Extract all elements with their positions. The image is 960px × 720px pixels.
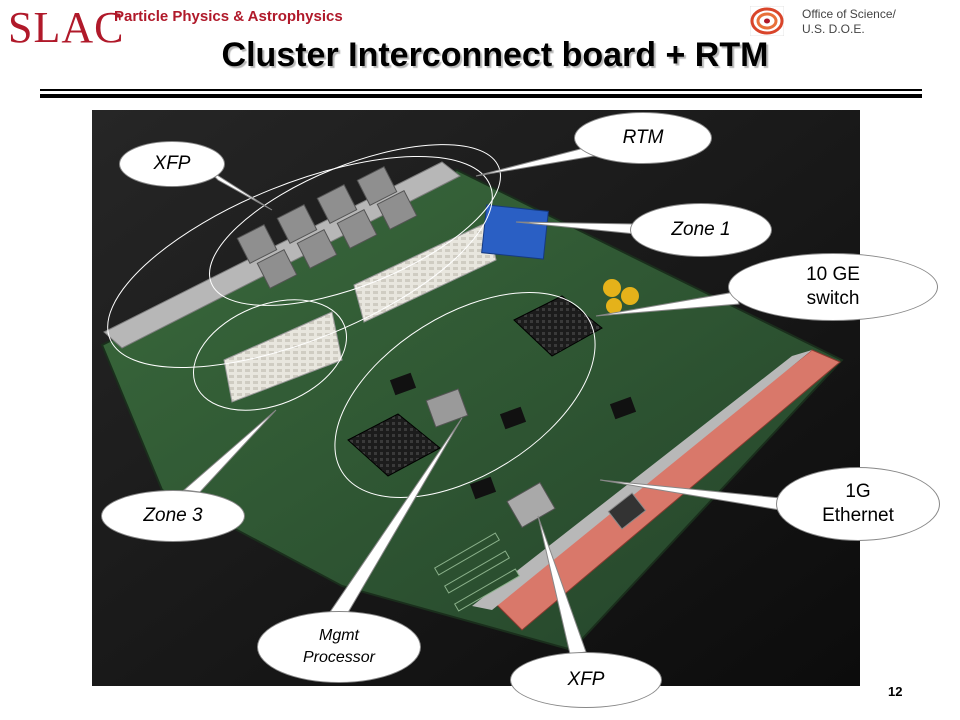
callout-xfp-bottom: XFP [510, 652, 662, 708]
callout-mgmt-text: Mgmt Processor [302, 627, 376, 666]
slide-title: Cluster Interconnect board + RTM [221, 36, 769, 74]
slac-logo: SLAC [8, 3, 125, 52]
callout-1g-ethernet: 1G Ethernet [776, 467, 940, 541]
title-rule-thin [40, 89, 922, 91]
callout-zone1: Zone 1 [630, 203, 772, 257]
zone1-connector [481, 204, 549, 260]
page-number: 12 [888, 684, 903, 699]
board-photo [92, 110, 860, 686]
callout-rtm: RTM [574, 112, 712, 164]
department-label: Particle Physics & Astrophysics [114, 8, 343, 25]
title-rule-thick [40, 94, 922, 98]
callout-10ge-text: 10 GE switch [806, 264, 860, 309]
callout-xfp-top: XFP [119, 141, 225, 187]
callout-zone3: Zone 3 [101, 490, 245, 542]
callout-1g-text: 1G Ethernet [822, 481, 894, 526]
doe-line-2: U.S. D.O.E. [802, 22, 865, 36]
doe-office-label: Office of Science/ U.S. D.O.E. [802, 7, 896, 37]
callout-10ge-switch: 10 GE switch [728, 253, 938, 321]
doe-logo-icon [750, 6, 784, 36]
callout-mgmt-processor: Mgmt Processor [257, 611, 421, 683]
doe-line-1: Office of Science/ [802, 7, 896, 21]
